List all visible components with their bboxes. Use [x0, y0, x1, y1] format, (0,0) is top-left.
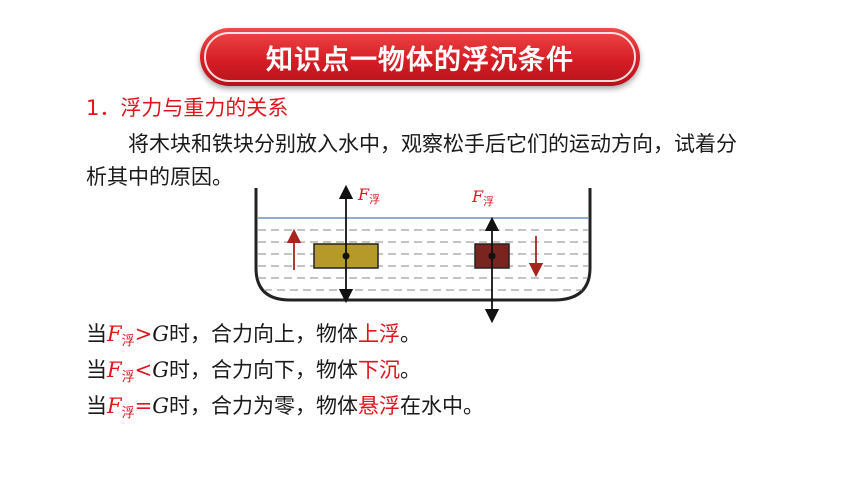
- iron-center-dot: [488, 252, 496, 260]
- condition-float: 当F浮>G时，合力向上，物体上浮。: [86, 322, 421, 349]
- buoyancy-diagram: F浮 F浮: [254, 184, 592, 324]
- result-keyword: 上浮: [357, 322, 400, 346]
- water-container: [254, 188, 592, 302]
- page-title: 知识点一物体的浮沉条件: [266, 44, 574, 76]
- result-keyword: 下沉: [357, 358, 400, 382]
- wood-force-label: F浮: [357, 185, 380, 206]
- condition-suspend: 当F浮=G时，合力为零，物体悬浮在水中。: [86, 394, 484, 421]
- condition-sink: 当F浮<G时，合力向下，物体下沉。: [86, 358, 421, 385]
- section-heading: 1．浮力与重力的关系: [86, 96, 289, 120]
- iron-force-label: F浮: [471, 187, 494, 208]
- wood-center-dot: [342, 252, 350, 260]
- result-keyword: 悬浮: [357, 394, 400, 418]
- title-banner: 知识点一物体的浮沉条件: [200, 28, 640, 86]
- water-lines: [258, 229, 588, 291]
- instruction-paragraph: 将木块和铁块分别放入水中，观察松手后它们的运动方向，试着分析其中的原因。: [86, 132, 737, 189]
